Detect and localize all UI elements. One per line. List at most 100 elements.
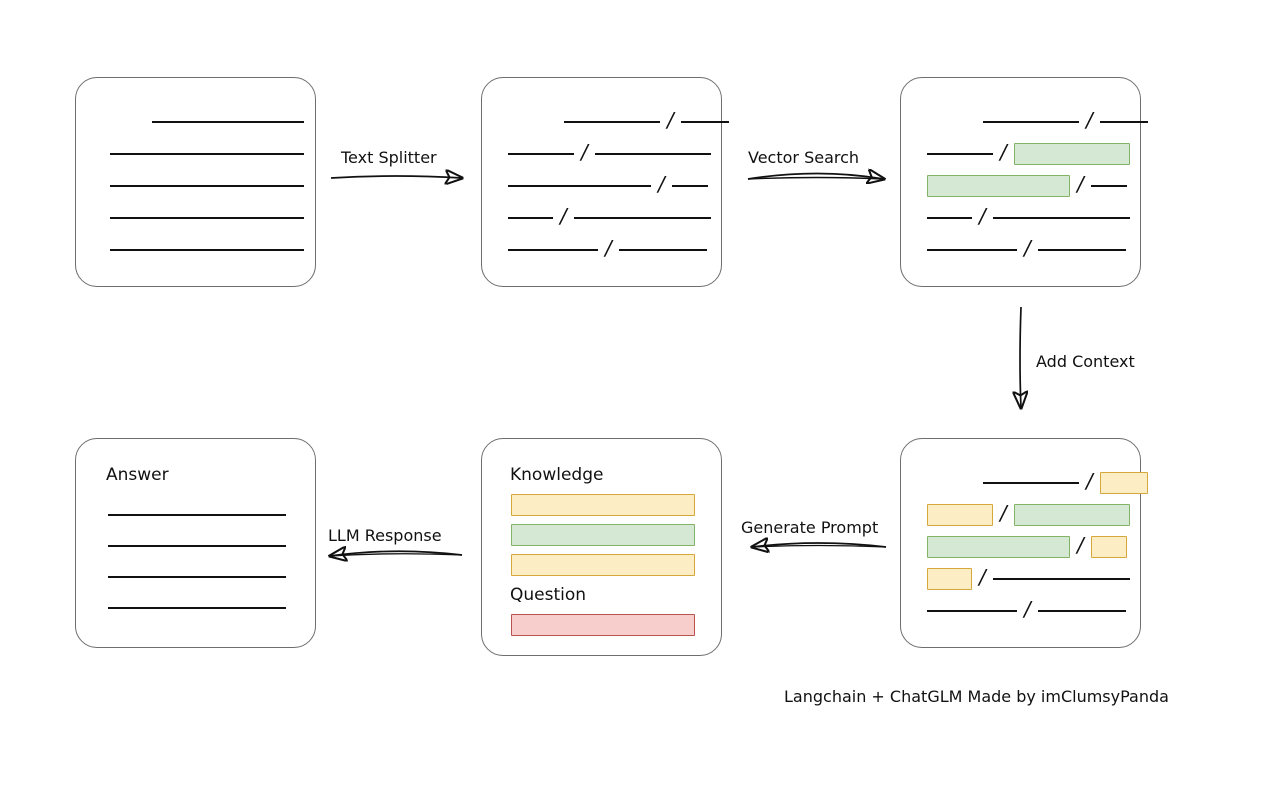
doc-line: / — [927, 599, 1126, 619]
doc-line: / — [927, 238, 1126, 258]
line-separator-slash: / — [1000, 140, 1007, 164]
text-rule — [927, 249, 1017, 251]
chunk-highlight-yellow — [1090, 536, 1127, 558]
chunk-highlight-green — [1013, 504, 1130, 526]
footer-credit: Langchain + ChatGLM Made by imClumsyPand… — [784, 687, 1169, 706]
arrow-generate-prompt-stroke2 — [751, 544, 887, 548]
arrow-generate-prompt — [752, 543, 887, 547]
arrow-llm-response — [330, 551, 463, 556]
text-rule — [110, 153, 304, 155]
text-rule — [508, 185, 651, 187]
arrow-label-vector-search: Vector Search — [748, 148, 860, 167]
text-rule — [508, 217, 553, 219]
line-separator-slash: / — [979, 565, 986, 589]
text-rule — [983, 121, 1079, 123]
doc-line — [108, 600, 286, 616]
text-rule — [1099, 121, 1148, 123]
text-rule — [110, 217, 304, 219]
arrow-vector-search — [747, 174, 884, 180]
text-rule — [110, 249, 304, 251]
text-rule — [618, 249, 707, 251]
doc-line — [110, 242, 304, 258]
line-separator-slash: / — [1086, 469, 1093, 493]
text-rule — [594, 153, 711, 155]
text-rule — [1037, 249, 1126, 251]
chunk-highlight-green — [927, 536, 1070, 558]
text-rule — [992, 217, 1130, 219]
arrow-llm-response-stroke2 — [329, 553, 463, 557]
text-rule — [927, 217, 972, 219]
text-rule — [1090, 185, 1127, 187]
doc-line — [108, 507, 286, 523]
doc-line: / — [564, 110, 729, 130]
text-rule — [573, 217, 711, 219]
box-context-added[interactable]: ///// — [900, 438, 1148, 648]
prompt-bar-red — [511, 614, 695, 636]
text-rule — [508, 249, 598, 251]
text-rule — [927, 153, 993, 155]
arrow-label-llm-response: LLM Response — [328, 526, 442, 545]
text-rule — [110, 185, 304, 187]
line-separator-slash: / — [667, 108, 674, 132]
text-rule — [927, 610, 1017, 612]
arrow-add-context — [1020, 306, 1021, 408]
arrow-vector-search-stroke2 — [747, 176, 885, 180]
doc-line — [152, 114, 304, 130]
arrow-label-generate-prompt: Generate Prompt — [741, 518, 879, 537]
text-rule — [671, 185, 708, 187]
doc-line: / — [927, 503, 1130, 526]
doc-line: / — [927, 206, 1130, 226]
line-separator-slash: / — [1077, 172, 1084, 196]
text-rule — [680, 121, 729, 123]
doc-line: / — [983, 110, 1148, 130]
prompt-question-heading: Question — [510, 585, 587, 605]
text-rule — [152, 121, 304, 123]
line-separator-slash: / — [581, 140, 588, 164]
line-separator-slash: / — [1000, 501, 1007, 525]
prompt-knowledge-heading: Knowledge — [510, 465, 604, 485]
doc-line — [108, 538, 286, 554]
arrow-label-text-splitter: Text Splitter — [341, 148, 437, 167]
text-rule — [1037, 610, 1126, 612]
text-rule — [108, 514, 286, 516]
text-rule — [992, 578, 1130, 580]
box-vector-matches[interactable]: / / / / / — [900, 77, 1148, 287]
box-answer[interactable]: Answer — [75, 438, 316, 648]
prompt-bar-yellow — [511, 494, 695, 516]
text-rule — [108, 576, 286, 578]
chunk-highlight-green — [1013, 143, 1130, 165]
doc-line: / — [508, 238, 707, 258]
prompt-bar-yellow — [511, 554, 695, 576]
doc-line: / — [508, 142, 711, 162]
line-separator-slash: / — [1024, 597, 1031, 621]
text-rule — [108, 545, 286, 547]
line-separator-slash: / — [605, 236, 612, 260]
text-rule — [108, 607, 286, 609]
doc-line: / — [927, 567, 1130, 590]
chunk-highlight-yellow — [927, 568, 972, 590]
line-separator-slash: / — [658, 172, 665, 196]
line-separator-slash: / — [979, 204, 986, 228]
answer-heading: Answer — [106, 465, 169, 485]
box-prompt[interactable]: Knowledge Question — [481, 438, 722, 656]
doc-line: / — [927, 142, 1130, 165]
doc-line — [110, 178, 304, 194]
doc-line: / — [508, 206, 711, 226]
arrow-label-add-context: Add Context — [1036, 352, 1135, 371]
chunk-highlight-yellow — [927, 504, 993, 526]
doc-line — [108, 569, 286, 585]
box-split-chunks[interactable]: / / / / / — [481, 77, 729, 287]
box-source-document[interactable] — [75, 77, 316, 287]
chunk-highlight-yellow — [1099, 472, 1148, 494]
chunk-highlight-green — [927, 175, 1070, 197]
line-separator-slash: / — [1024, 236, 1031, 260]
doc-line — [110, 210, 304, 226]
text-rule — [564, 121, 660, 123]
doc-line — [110, 146, 304, 162]
arrow-text-splitter — [330, 176, 462, 178]
doc-line: / — [508, 174, 708, 194]
prompt-bar-green — [511, 524, 695, 546]
doc-line: / — [927, 174, 1127, 197]
line-separator-slash: / — [560, 204, 567, 228]
